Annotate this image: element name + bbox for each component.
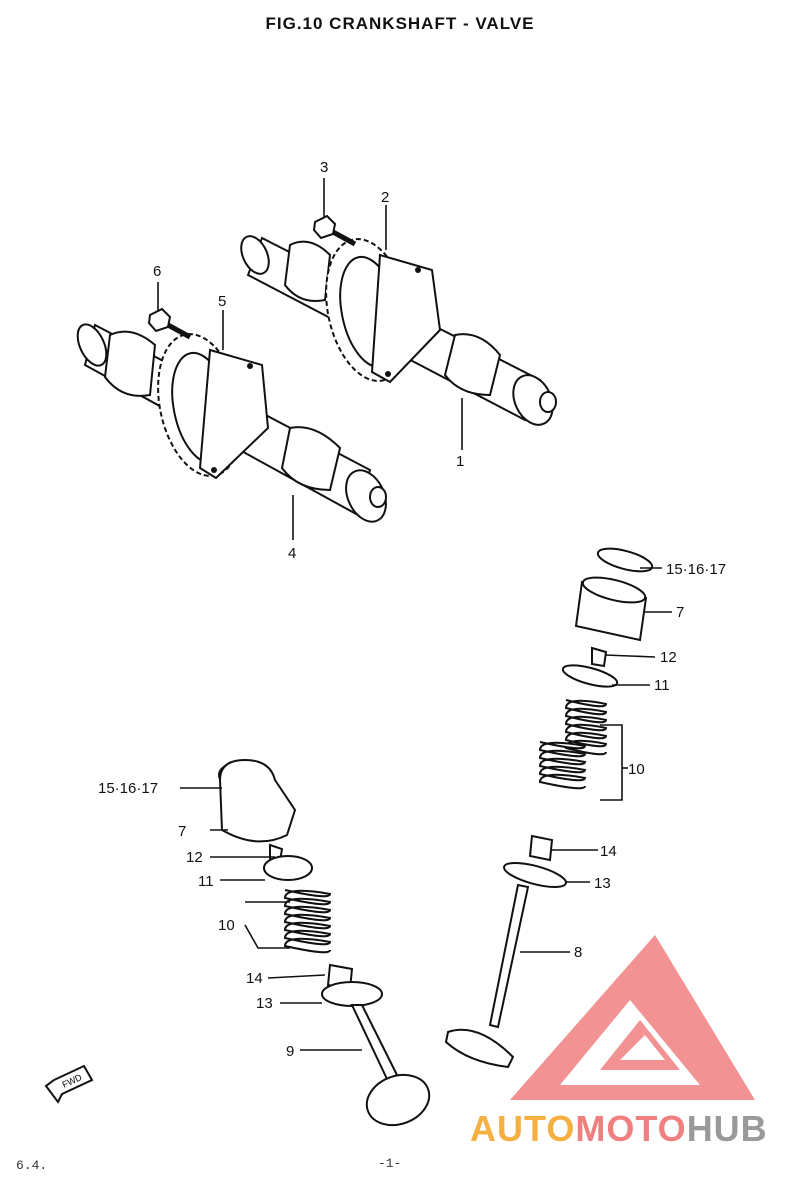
retainer-left [263,855,313,881]
callout-8: 8 [574,944,582,961]
figure-title: FIG.10 CRANKSHAFT - VALVE [265,14,535,33]
callout-14-left: 14 [246,970,263,987]
logo-word-hub: HUB [686,1108,768,1149]
logo-word-auto: AUTO [470,1108,576,1149]
sprocket-bolt-lower [147,307,192,340]
callout-15-16-17-right: 15·16·17 [666,561,726,578]
callout-14-right: 14 [600,843,617,860]
callout-2: 2 [381,189,389,206]
callout-1: 1 [456,453,464,470]
valve-assembly-right [444,547,654,1069]
valve-spring-left [283,889,332,954]
callout-7-right: 7 [676,604,684,621]
callout-7-left: 7 [178,823,186,840]
callout-13-right: 13 [594,875,611,892]
logo-word-moto: MOTO [575,1108,687,1149]
valve-assembly-left [218,758,431,1127]
seat-right [503,861,567,889]
retainer-right [561,664,619,688]
sprocket-bolt-upper [312,214,357,247]
valve-head-left [365,1073,431,1127]
cotter-right [591,646,608,668]
callout-labels: 1 2 3 4 5 6 7 7 8 9 10 10 11 11 12 12 13… [98,159,726,1060]
callout-10-left: 10 [218,917,235,934]
camshaft-sprocket-upper [325,238,442,384]
callout-11-left: 11 [198,873,214,890]
shim-right [596,547,654,573]
valve-stem-left [350,1004,399,1081]
forward-arrow: FWD [44,1064,94,1104]
valve-spring-right [538,699,608,790]
leader-lines [157,178,672,1051]
tappet-left [218,758,297,843]
seal-right [528,834,554,862]
callout-13-left: 13 [256,995,273,1012]
callout-6: 6 [153,263,161,280]
callout-3: 3 [320,159,328,176]
seat-left [321,981,383,1007]
callout-5: 5 [218,293,226,310]
callout-12-right: 12 [660,649,677,666]
valve-stem-right [488,883,530,1029]
footer-left-code: 6.4. [16,1158,48,1173]
valve-head-right [444,1028,515,1069]
callout-4: 4 [288,545,296,562]
callout-12-left: 12 [186,849,203,866]
callout-15-16-17-left: 15·16·17 [98,780,158,797]
callout-9: 9 [286,1043,294,1060]
automotohub-logo-text: AUTOMOTOHUB [470,1108,768,1150]
automotohub-logo-mark [510,935,755,1100]
callout-10-right: 10 [628,761,645,778]
callout-11-right: 11 [654,677,670,694]
camshaft-sprocket-lower [157,333,270,480]
page-number: -1- [378,1156,402,1171]
